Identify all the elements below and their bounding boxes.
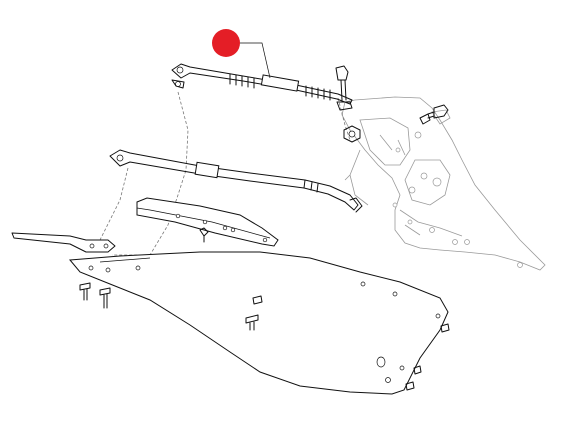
mounting-frame-background: [341, 96, 546, 271]
frame-nut: [343, 125, 361, 143]
callout-marker: [212, 29, 271, 79]
side-panel: [68, 251, 450, 395]
upper-tie-rod: [171, 63, 353, 105]
middle-bracket: [136, 197, 279, 247]
rod-end-bolt: [335, 65, 353, 111]
small-bolt: [419, 104, 449, 125]
panel-screws: [79, 282, 263, 331]
lower-tie-rod: [109, 149, 363, 213]
left-arm: [11, 232, 116, 253]
callout-red-dot: [212, 29, 240, 57]
